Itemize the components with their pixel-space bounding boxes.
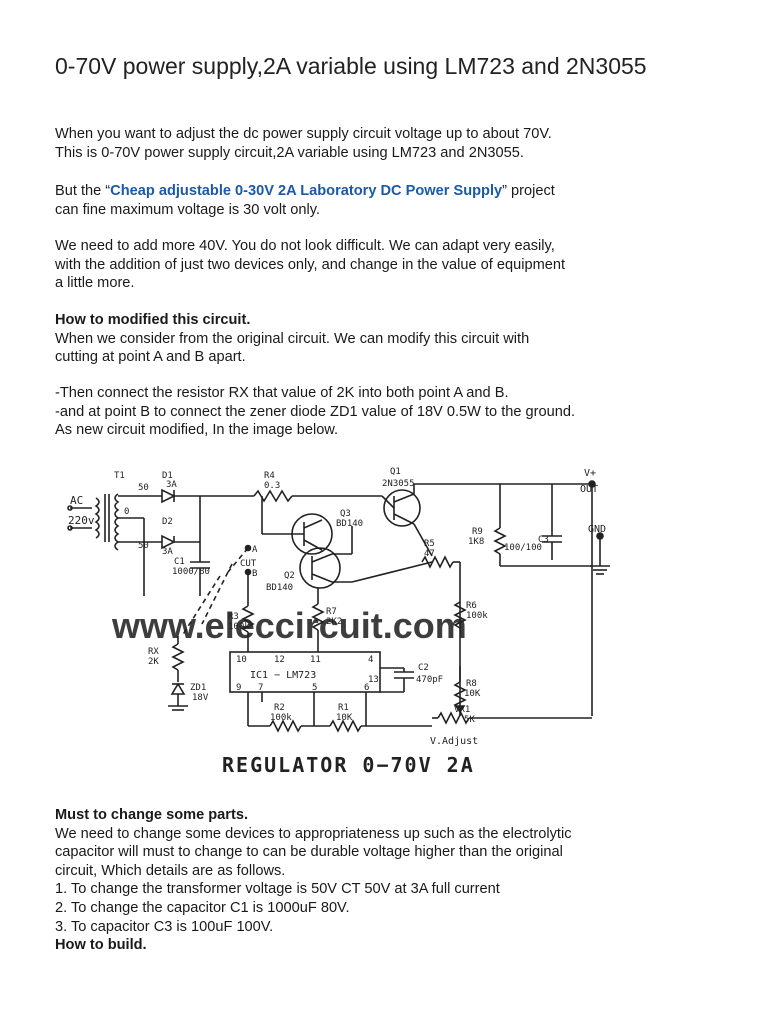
- label-pin-11: 11: [310, 655, 321, 665]
- section-heading-modify: How to modified this circuit.: [55, 312, 251, 328]
- label-r1-value: 10K: [336, 713, 353, 723]
- label-r5-value: 47: [424, 549, 435, 559]
- label-out: OUT: [580, 484, 598, 495]
- intro-line: This is 0-70V power supply circuit,2A va…: [55, 144, 524, 161]
- label-pin-5: 5: [312, 683, 317, 693]
- label-v-adjust: V.Adjust: [430, 736, 478, 747]
- modify-section: How to modified this circuit. When we co…: [55, 311, 715, 367]
- label-gnd: GND: [588, 524, 606, 535]
- parts-line: capacitor will must to change to can be …: [55, 844, 563, 861]
- label-r2-value: 100k: [270, 713, 292, 723]
- label-tap-50a: 50: [138, 483, 149, 493]
- label-c3: C3: [538, 535, 549, 545]
- label-zd1-value: 18V: [192, 693, 209, 703]
- step-line: -and at point B to connect the zener dio…: [55, 403, 576, 420]
- project-link[interactable]: Cheap adjustable 0-30V 2A Laboratory DC …: [110, 183, 503, 199]
- label-v-plus: V+: [584, 468, 596, 479]
- label-rx-value: 2K: [148, 657, 159, 667]
- label-pin-9: 9: [236, 683, 241, 693]
- reference-line: But the “Cheap adjustable 0-30V 2A Labor…: [55, 182, 715, 201]
- label-r9: R9: [472, 527, 483, 537]
- label-r3: R3: [228, 612, 239, 622]
- label-r7-value: 2K2: [326, 617, 342, 627]
- label-rx: RX: [148, 647, 159, 657]
- label-tap-50b: 50: [138, 541, 149, 551]
- label-q2-value: BD140: [266, 583, 293, 593]
- label-c2-value: 470pF: [416, 675, 443, 685]
- label-r5: R5: [424, 539, 435, 549]
- label-c1-value: 1000/80: [172, 567, 210, 577]
- label-point-a: A: [252, 545, 258, 555]
- label-pin-13: 13: [368, 675, 379, 685]
- label-r8-value: 10K: [464, 689, 481, 699]
- label-ac: AC: [70, 494, 83, 507]
- label-r3-value: 100k: [228, 622, 250, 632]
- label-r4-value: 0.3: [264, 481, 280, 491]
- parts-line: circuit, Which details are as follows.: [55, 862, 286, 879]
- label-c2: C2: [418, 663, 429, 673]
- label-vr1-value: 5K: [464, 715, 475, 725]
- intro-paragraph: When you want to adjust the dc power sup…: [55, 125, 715, 162]
- label-r1: R1: [338, 703, 349, 713]
- section-heading-build: How to build.: [55, 937, 147, 954]
- label-t1: T1: [114, 471, 125, 481]
- label-zd1: ZD1: [190, 683, 206, 693]
- label-cut: CUT: [240, 559, 257, 569]
- label-r6: R6: [466, 601, 477, 611]
- label-pin-7: 7: [258, 683, 263, 693]
- step-line: -Then connect the resistor RX that value…: [55, 385, 509, 401]
- label-c3-value: 100/100: [504, 543, 542, 553]
- parts-line: We need to change some devices to approp…: [55, 825, 572, 842]
- schematic-diagram: T1 AC 220v 50 0 50 D1 3A D2 3A C1 1000/8…: [67, 467, 610, 777]
- adapt-line: We need to add more 40V. You do not look…: [55, 238, 555, 254]
- label-pin-6: 6: [364, 683, 369, 693]
- label-d2-value: 3A: [162, 547, 173, 557]
- label-pin-4: 4: [368, 655, 373, 665]
- label-d1: D1: [162, 471, 173, 481]
- label-r6-value: 100k: [466, 611, 488, 621]
- label-r7: R7: [326, 607, 337, 617]
- label-point-b: B: [252, 569, 257, 579]
- adapt-line: a little more.: [55, 275, 135, 292]
- label-ac-voltage: 220v: [68, 514, 95, 527]
- label-r2: R2: [274, 703, 285, 713]
- reference-line-2: can fine maximum voltage is 30 volt only…: [55, 201, 320, 218]
- parts-list-item: 1. To change the transformer voltage is …: [55, 881, 500, 898]
- label-q2: Q2: [284, 571, 295, 581]
- modify-line: When we consider from the original circu…: [55, 330, 530, 347]
- label-r9-value: 1K8: [468, 537, 484, 547]
- modify-line: cutting at point A and B apart.: [55, 349, 246, 366]
- label-q1-value: 2N3055: [382, 479, 415, 489]
- label-vr1: VR1: [454, 705, 470, 715]
- section-heading-parts: Must to change some parts.: [55, 807, 248, 823]
- label-d1-value: 3A: [166, 480, 177, 490]
- reference-prefix: But the “: [55, 183, 111, 199]
- parts-list-item: 3. To capacitor C3 is 100uF 100V.: [55, 918, 274, 935]
- label-q3: Q3: [340, 509, 351, 519]
- label-q1: Q1: [390, 467, 401, 477]
- watermark-text: www.eleccircuit.com: [111, 605, 467, 646]
- label-r4: R4: [264, 471, 275, 481]
- page-title: 0-70V power supply,2A variable using LM7…: [55, 53, 647, 79]
- label-d2: D2: [162, 517, 173, 527]
- schematic-caption: REGULATOR 0−70V 2A: [222, 753, 475, 777]
- adapt-paragraph: We need to add more 40V. You do not look…: [55, 237, 715, 293]
- step-line: As new circuit modified, In the image be…: [55, 422, 339, 439]
- reference-paragraph: But the “Cheap adjustable 0-30V 2A Labor…: [55, 182, 715, 219]
- parts-list-item: 2. To change the capacitor C1 is 1000uF …: [55, 899, 350, 916]
- reference-suffix: ” project: [502, 183, 555, 199]
- parts-section: Must to change some parts. We need to ch…: [55, 806, 715, 955]
- label-r8: R8: [466, 679, 477, 689]
- steps-paragraph: -Then connect the resistor RX that value…: [55, 384, 715, 440]
- intro-line: When you want to adjust the dc power sup…: [55, 126, 552, 142]
- label-pin-12: 12: [274, 655, 285, 665]
- label-ic1: IC1 − LM723: [250, 670, 316, 681]
- label-tap-0: 0: [124, 507, 129, 517]
- label-q3-value: BD140: [336, 519, 363, 529]
- label-c1: C1: [174, 557, 185, 567]
- adapt-line: with the addition of just two devices on…: [55, 256, 566, 273]
- label-pin-10: 10: [236, 655, 247, 665]
